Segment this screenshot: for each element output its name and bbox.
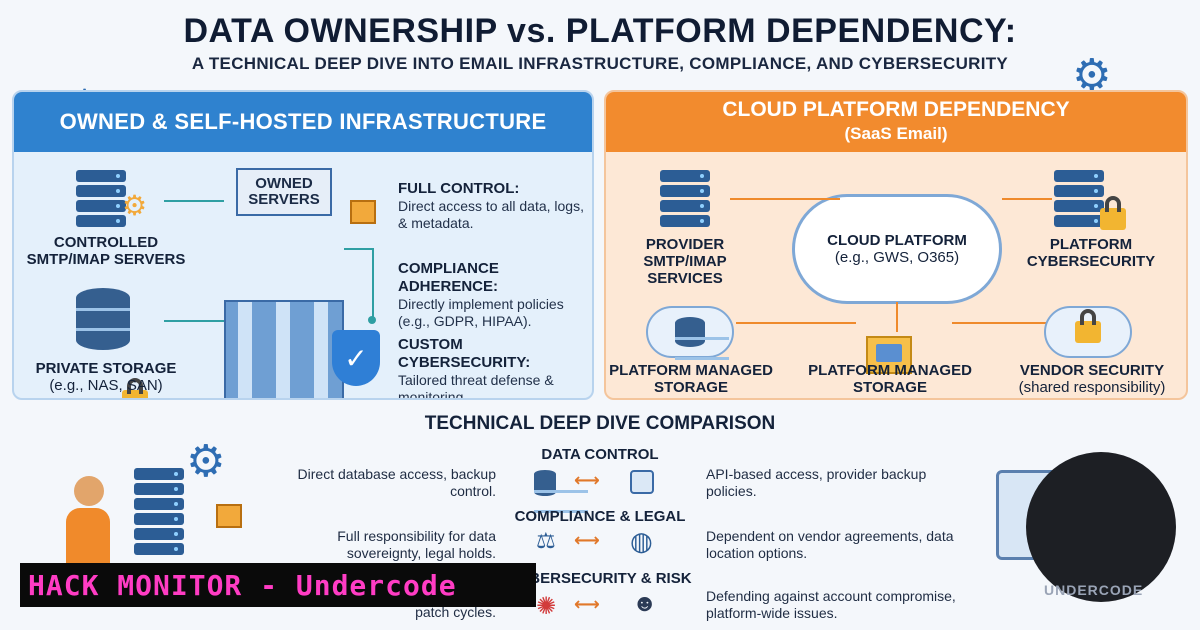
person-illustration <box>66 476 110 568</box>
lock-icon <box>1100 196 1126 230</box>
cloud-storage-icon <box>646 306 734 360</box>
double-arrow-icon: ⟷ <box>574 530 600 550</box>
gear-icon: ⚙ <box>122 190 148 221</box>
cloud-panel-header: CLOUD PLATFORM DEPENDENCY (SaaS Email) <box>606 92 1186 152</box>
vendor-security-label: VENDOR SECURITY <box>1019 362 1165 379</box>
octopus-hacker-illustration <box>1026 452 1176 602</box>
comparison-title: TECHNICAL DEEP DIVE COMPARISON <box>424 413 776 434</box>
owned-servers-sign: OWNED SERVERS <box>236 168 332 216</box>
vendor-security-sub: (shared responsibility) <box>1018 379 1166 396</box>
server-icon <box>1054 170 1104 227</box>
hacker-icon: ☻ <box>632 590 658 617</box>
feature-cybersecurity: CUSTOM CYBERSECURITY: Tailored threat de… <box>398 336 554 400</box>
comparison-right-data-control: API-based access, provider backup polici… <box>706 466 927 499</box>
building-icon <box>224 300 344 398</box>
envelope-icon <box>866 336 912 374</box>
box-icon <box>350 200 376 224</box>
cloud-panel-subtitle: (SaaS Email) <box>844 124 948 143</box>
platform-cybersecurity-label: PLATFORM CYBERSECURITY <box>1026 236 1156 270</box>
database-icon <box>534 470 588 513</box>
database-icon <box>675 317 729 360</box>
scale-icon: ⚖ <box>536 528 556 553</box>
cloud-platform-label: CLOUD PLATFORM <box>827 232 967 249</box>
shield-icon: ✓ <box>332 330 380 386</box>
cloud-icon: CLOUD PLATFORM (e.g., GWS, O365) <box>792 194 1002 304</box>
page-title: DATA OWNERSHIP vs. PLATFORM DEPENDENCY: <box>183 12 1017 50</box>
comparison-label-cybersecurity: CYBERSECURITY & RISK <box>508 570 692 587</box>
owned-panel-title: OWNED & SELF-HOSTED INFRASTRUCTURE <box>14 92 592 152</box>
cloud-security-icon <box>1044 306 1132 358</box>
server-icon <box>76 170 126 227</box>
page-subtitle: A TECHNICAL DEEP DIVE INTO EMAIL INFRAST… <box>191 54 1009 73</box>
hack-monitor-banner: HACK MONITOR - Undercode <box>20 563 536 607</box>
comparison-left-data-control: Direct database access, backup control. <box>297 466 496 499</box>
owned-infrastructure-panel: OWNED & SELF-HOSTED INFRASTRUCTURE ⚙ CON… <box>12 90 594 400</box>
feature-compliance: COMPLIANCE ADHERENCE: Directly implement… <box>398 260 564 329</box>
globe-icon: ◍ <box>630 526 653 556</box>
browser-lock-icon <box>630 470 654 494</box>
comparison-left-cybersecurity: patch cycles. <box>415 604 496 620</box>
double-arrow-icon: ⟷ <box>574 470 600 490</box>
comparison-right-compliance: Dependent on vendor agreements, data loc… <box>706 528 954 561</box>
feature-full-control: FULL CONTROL: Direct access to all data,… <box>398 180 584 231</box>
comparison-label-compliance: COMPLIANCE & LEGAL <box>514 508 686 525</box>
server-rack-icon <box>134 468 184 555</box>
provider-services-label: PROVIDER SMTP/IMAP SERVICES <box>643 236 727 287</box>
gear-icon: ⚙ <box>186 437 226 486</box>
private-storage-sub: (e.g., NAS, SAN) <box>49 377 163 394</box>
watermark: UNDERCODE <box>1044 582 1144 598</box>
controlled-servers-label: CONTROLLED SMTP/IMAP SERVERS <box>26 234 186 268</box>
virus-icon: ✺ <box>536 593 557 620</box>
comparison-label-data-control: DATA CONTROL <box>541 446 659 463</box>
cloud-dependency-panel: CLOUD PLATFORM DEPENDENCY (SaaS Email) P… <box>604 90 1188 400</box>
lock-icon <box>1075 309 1101 343</box>
database-icon <box>76 288 130 350</box>
server-icon <box>660 170 710 227</box>
folder-icon <box>216 504 242 528</box>
double-arrow-icon: ⟷ <box>574 594 600 614</box>
managed-storage-label-2: PLATFORM MANAGED STORAGE <box>808 362 972 396</box>
lock-icon <box>122 378 148 398</box>
private-storage-label: PRIVATE STORAGE <box>35 360 177 377</box>
managed-storage-label-1: PLATFORM MANAGED STORAGE <box>609 362 773 396</box>
cloud-panel-title: CLOUD PLATFORM DEPENDENCY <box>722 98 1070 121</box>
comparison-right-cybersecurity: Defending against account compromise, pl… <box>706 588 956 621</box>
cloud-platform-sub: (e.g., GWS, O365) <box>834 249 960 266</box>
comparison-left-compliance: Full responsibility for data sovereignty… <box>337 528 496 561</box>
